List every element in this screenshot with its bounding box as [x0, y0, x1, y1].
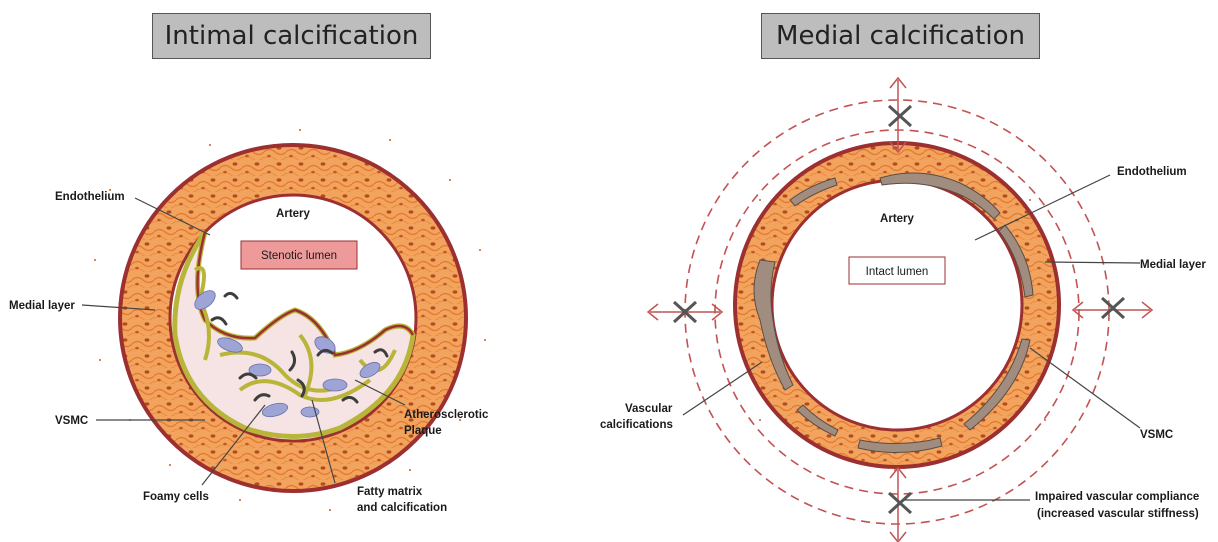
- plaque-label: Plaque: [404, 425, 442, 437]
- atherosclerotic-label: Atherosclerotic: [404, 409, 489, 421]
- impaired-label-2: (increased vascular stiffness): [1037, 508, 1199, 520]
- vsmc-label-left: VSMC: [55, 415, 88, 427]
- vascular-label-2: calcifications: [600, 419, 673, 431]
- vascular-label-1: Vascular: [625, 403, 673, 415]
- vsmc-label-right: VSMC: [1140, 429, 1173, 441]
- intimal-artery: Stenotic lumen Artery Endothelium Medial…: [9, 129, 489, 514]
- impaired-label-1: Impaired vascular compliance: [1035, 491, 1199, 503]
- stenotic-lumen-label: Stenotic lumen: [261, 250, 337, 262]
- fatty-matrix-label-1: Fatty matrix: [357, 486, 423, 498]
- medial-layer-label-left: Medial layer: [9, 300, 75, 312]
- artery-label-left: Artery: [276, 208, 310, 220]
- intact-lumen-label: Intact lumen: [866, 266, 929, 278]
- endothelium-label-left: Endothelium: [55, 191, 125, 203]
- fatty-matrix-label-2: and calcification: [357, 502, 447, 514]
- artery-label-right: Artery: [880, 213, 914, 225]
- medial-artery: Intact lumen Artery Endothelium: [600, 78, 1206, 542]
- foamy-cells-label: Foamy cells: [143, 491, 209, 503]
- endothelium-label-right: Endothelium: [1117, 166, 1187, 178]
- medial-layer-label-right: Medial layer: [1140, 259, 1206, 271]
